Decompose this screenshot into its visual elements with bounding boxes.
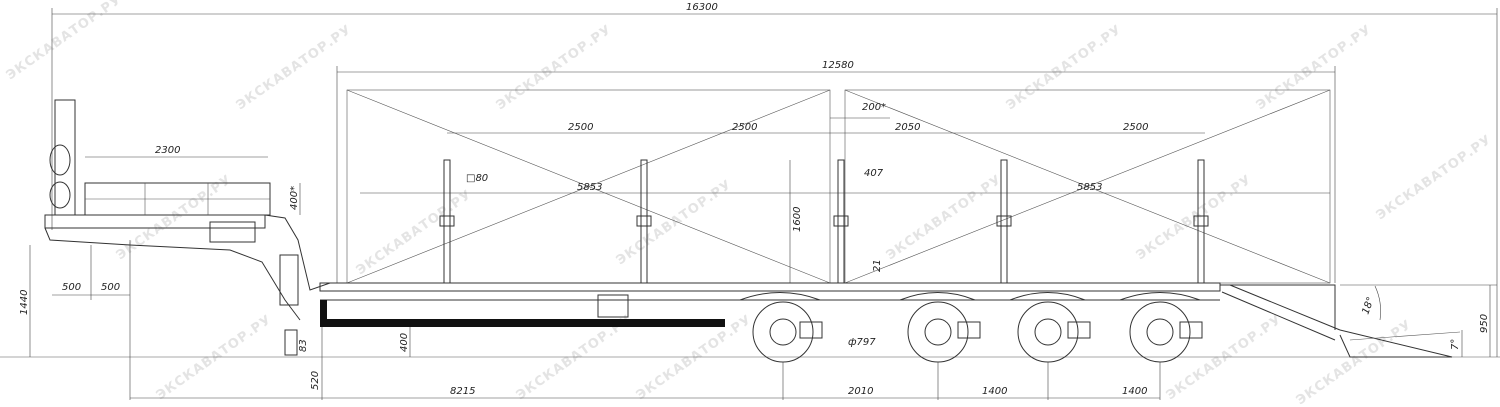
dim-label: 950 xyxy=(1479,314,1490,333)
watermark: ЭКСКАВАТОР.РУ xyxy=(354,187,475,278)
ramp: 18° 950 7° xyxy=(1220,284,1497,358)
watermark: ЭКСКАВАТОР.РУ xyxy=(234,22,355,113)
dim-label: 500 xyxy=(62,282,81,293)
watermark: ЭКСКАВАТОР.РУ xyxy=(1254,22,1375,113)
stakes xyxy=(439,159,1209,284)
dim-label: ф797 xyxy=(848,337,876,348)
dim-label: 1440 xyxy=(19,290,30,315)
dim-label: 16300 xyxy=(686,2,718,13)
dim-label: □80 xyxy=(466,173,488,184)
watermark: ЭКСКАВАТОР.РУ xyxy=(154,312,275,403)
dim-label: 21 xyxy=(872,259,883,272)
dim-label: 7° xyxy=(1450,339,1461,350)
dim-label: 83 xyxy=(298,339,309,352)
watermark: ЭКСКАВАТОР.РУ xyxy=(1164,312,1285,403)
dim-label: 400 xyxy=(399,333,410,352)
watermark: ЭКСКАВАТОР.РУ xyxy=(4,0,125,83)
outrigger-beam xyxy=(320,319,725,327)
dim-overall: 16300 xyxy=(51,2,1498,357)
dim-label: 5853 xyxy=(1077,182,1102,193)
dim-label: 200* xyxy=(862,102,886,113)
watermark: ЭКСКАВАТОР.РУ xyxy=(494,22,615,113)
watermark: ЭКСКАВАТОР.РУ xyxy=(614,177,735,268)
dim-label: 2300 xyxy=(155,145,180,156)
dim-sections: 2500 2500 200* 2050 2500 5853 5853 □80 4… xyxy=(360,102,1330,283)
dim-label: 8215 xyxy=(450,386,475,397)
dim-label: 2500 xyxy=(568,122,593,133)
dim-label: 1400 xyxy=(982,386,1007,397)
dim-label: 520 xyxy=(310,371,321,390)
dim-label: 2500 xyxy=(732,122,757,133)
watermark: ЭКСКАВАТОР.РУ xyxy=(1004,22,1125,113)
dim-label: 500 xyxy=(101,282,120,293)
watermark-layer: ЭКСКАВАТОР.РУ ЭКСКАВАТОР.РУ ЭКСКАВАТОР.Р… xyxy=(4,0,1495,407)
dim-label: 407 xyxy=(864,168,884,179)
dim-platform: 12580 xyxy=(336,60,1336,283)
dim-label: 1600 xyxy=(792,207,803,232)
dim-label: 400* xyxy=(289,186,300,210)
watermark: ЭКСКАВАТОР.РУ xyxy=(1374,132,1495,223)
load-envelope xyxy=(346,89,1331,284)
dim-label: 2050 xyxy=(895,122,920,133)
dim-gooseneck: 2300 400* 500 500 1440 83 400 520 8215 xyxy=(19,145,783,400)
wheels xyxy=(752,301,1203,363)
dim-label: 12580 xyxy=(822,60,854,71)
dim-label: 2010 xyxy=(848,386,873,397)
dim-label: 18° xyxy=(1360,296,1376,316)
dim-label: 5853 xyxy=(577,182,602,193)
dim-label: 1400 xyxy=(1122,386,1147,397)
dim-axles: ф797 2010 1400 1400 xyxy=(782,337,1161,400)
gooseneck xyxy=(44,99,331,356)
dim-label: 2500 xyxy=(1123,122,1148,133)
main-deck xyxy=(319,282,1221,327)
watermark: ЭКСКАВАТОР.РУ xyxy=(884,172,1005,263)
